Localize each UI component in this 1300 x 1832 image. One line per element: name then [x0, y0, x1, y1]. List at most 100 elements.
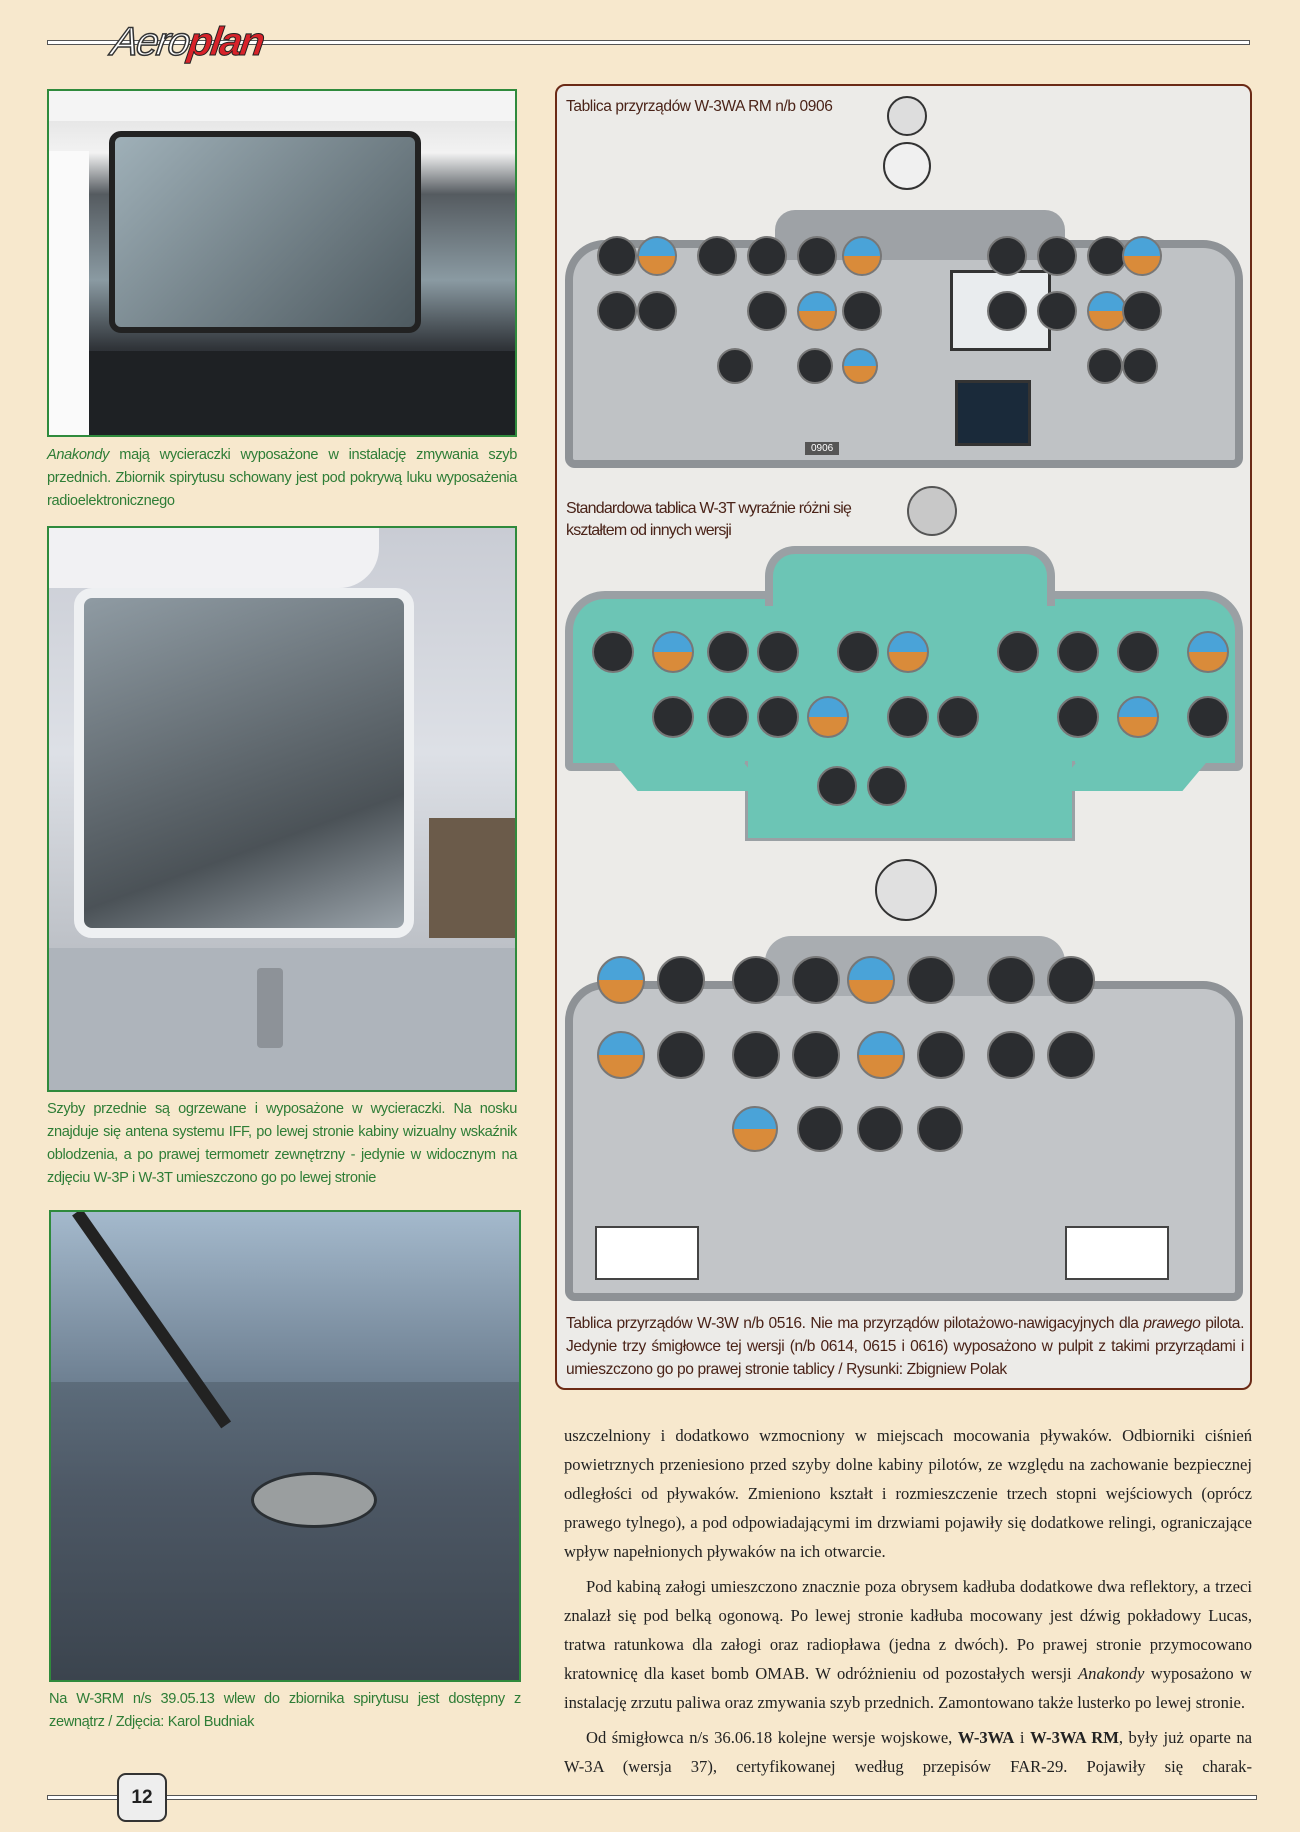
instrument-gauge-icon	[797, 1106, 843, 1152]
instrument-gauge-icon	[707, 696, 749, 738]
instrument-gauge-icon	[1122, 236, 1162, 276]
instrument-gauge-icon	[842, 291, 882, 331]
instrument-gauge-icon	[657, 956, 705, 1004]
instrument-gauge-icon	[917, 1031, 965, 1079]
instrument-gauge-icon	[1047, 1031, 1095, 1079]
panel-1-caption: Tablica przyrządów W-3WA RM n/b 0906	[566, 98, 833, 115]
photo-2-caption: Szyby przednie są ogrzewane i wyposażone…	[47, 1098, 517, 1190]
instrument-gauge-icon	[657, 1031, 705, 1079]
instrument-gauge-icon	[1087, 291, 1127, 331]
instrument-gauge-icon	[997, 631, 1039, 673]
instrument-gauge-icon	[637, 291, 677, 331]
page-number: 12	[117, 1773, 167, 1822]
instrument-gauge-icon	[707, 631, 749, 673]
instrument-gauge-icon	[592, 631, 634, 673]
instrument-gauge-icon	[987, 1031, 1035, 1079]
italic-term: Anakondy	[1078, 1664, 1145, 1683]
instrument-gauge-icon	[857, 1031, 905, 1079]
logo-text-plan: plan	[185, 20, 266, 65]
paragraph: Pod kabiną załogi umieszczono znacznie p…	[564, 1572, 1252, 1717]
instrument-gauge-icon	[917, 1106, 963, 1152]
photo-cockpit-wipers	[47, 89, 517, 437]
instrument-gauge-icon	[1117, 696, 1159, 738]
instrument-gauge-icon	[807, 696, 849, 738]
caption-text: Szyby przednie są ogrzewane i wyposażone…	[47, 1101, 517, 1186]
instrument-gauge-icon	[1037, 291, 1077, 331]
instrument-gauge-icon	[637, 236, 677, 276]
instrument-gauge-icon	[837, 631, 879, 673]
photo-1-caption: Anakondy mają wycieraczki wyposażone w i…	[47, 444, 517, 513]
instrument-gauge-icon	[857, 1106, 903, 1152]
instrument-gauge-icon	[987, 291, 1027, 331]
instrument-gauge-icon	[987, 236, 1027, 276]
instrument-gauge-icon	[797, 348, 833, 384]
instrument-gauge-icon	[867, 766, 907, 806]
paragraph-text: wyposażono w instalację zrzutu paliwa or…	[564, 1664, 1253, 1712]
footer-rule-right	[165, 1795, 1257, 1800]
paragraph: uszczelniony i dodatkowo wzmocniony w mi…	[564, 1421, 1252, 1566]
instrument-gauge-icon	[747, 236, 787, 276]
paragraph-text: uszczelniony i dodatkowo wzmocniony w mi…	[564, 1426, 1252, 1561]
caption-line: kształtem od innych wersji	[566, 522, 732, 539]
instrument-gauge-icon	[732, 1031, 780, 1079]
instrument-gauge-icon	[597, 291, 637, 331]
caption-text: Na W-3RM n/s 39.05.13 wlew do zbiornika …	[49, 1691, 521, 1730]
instrument-gauge-icon	[757, 696, 799, 738]
paragraph-text: i	[1014, 1728, 1031, 1747]
instrument-gauge-icon	[597, 236, 637, 276]
logo-text-aero: Aero	[108, 19, 192, 65]
instrument-gauge-icon	[1087, 348, 1123, 384]
instrument-gauge-icon	[757, 631, 799, 673]
instrument-gauge-icon	[987, 956, 1035, 1004]
bold-term: W-3WA	[957, 1728, 1015, 1747]
instrument-gauge-icon	[1057, 696, 1099, 738]
instrument-gauge-icon	[697, 236, 737, 276]
instrument-gauge-icon	[1087, 236, 1127, 276]
instrument-gauge-icon	[717, 348, 753, 384]
caption-text: mają wycieraczki wyposażone w instalację…	[47, 447, 517, 509]
instrument-gauge-icon	[597, 1031, 645, 1079]
caption-text: pilota. Jedynie trzy śmigłowce tej wersj…	[566, 1315, 1245, 1378]
instrument-panels-box: Tablica przyrządów W-3WA RM n/b 0906 090…	[555, 84, 1252, 1390]
instrument-gauge-icon	[1122, 348, 1158, 384]
photo-windshield	[47, 526, 517, 1092]
paragraph-text: Pod kabiną załogi umieszczono znacznie p…	[564, 1577, 1252, 1683]
instrument-gauge-icon	[732, 1106, 778, 1152]
instrument-gauge-icon	[817, 766, 857, 806]
instrument-gauge-icon	[847, 956, 895, 1004]
bold-term: W-3WA RM	[1030, 1728, 1119, 1747]
instrument-gauge-icon	[1057, 631, 1099, 673]
photo-3-caption: Na W-3RM n/s 39.05.13 wlew do zbiornika …	[49, 1688, 521, 1734]
instrument-gauge-icon	[792, 956, 840, 1004]
standby-gauge	[883, 142, 931, 190]
instrument-gauge-icon	[887, 631, 929, 673]
panel-w3t	[565, 546, 1245, 841]
paragraph-text: , były już oparte na W-3A (wersja 37), c…	[564, 1728, 1252, 1776]
instrument-gauge-icon	[1122, 291, 1162, 331]
instrument-gauge-icon	[1117, 631, 1159, 673]
instrument-gauge-icon	[797, 236, 837, 276]
panel-tag: 0906	[805, 442, 840, 455]
instrument-gauge-icon	[1187, 696, 1229, 738]
compass-icon	[875, 859, 937, 921]
standby-compass	[887, 96, 927, 136]
instrument-gauge-icon	[597, 956, 645, 1004]
article-body: uszczelniony i dodatkowo wzmocniony w mi…	[564, 1421, 1252, 1787]
instrument-gauge-icon	[1187, 631, 1229, 673]
instrument-gauge-icon	[652, 631, 694, 673]
paragraph: Od śmigłowca n/s 36.06.18 kolejne wersje…	[564, 1723, 1252, 1781]
aeroplan-logo: Aeroplan	[108, 19, 266, 65]
caption-italic: prawego	[1143, 1315, 1201, 1332]
paragraph-text: Od śmigłowca n/s 36.06.18 kolejne wersje…	[586, 1728, 958, 1747]
instrument-gauge-icon	[842, 348, 878, 384]
panel-3-caption: Tablica przyrządów W-3W n/b 0516. Nie ma…	[566, 1312, 1244, 1381]
photo-fuselage-filler	[49, 1210, 521, 1682]
footer-rule-left	[47, 1795, 119, 1800]
instrument-gauge-icon	[797, 291, 837, 331]
caption-line: Standardowa tablica W-3T wyraźnie różni …	[566, 500, 852, 517]
instrument-gauge-icon	[842, 236, 882, 276]
caption-italic: Anakondy	[47, 447, 110, 463]
instrument-gauge-icon	[907, 956, 955, 1004]
instrument-gauge-icon	[792, 1031, 840, 1079]
panel-2-caption: Standardowa tablica W-3T wyraźnie różni …	[566, 498, 852, 542]
